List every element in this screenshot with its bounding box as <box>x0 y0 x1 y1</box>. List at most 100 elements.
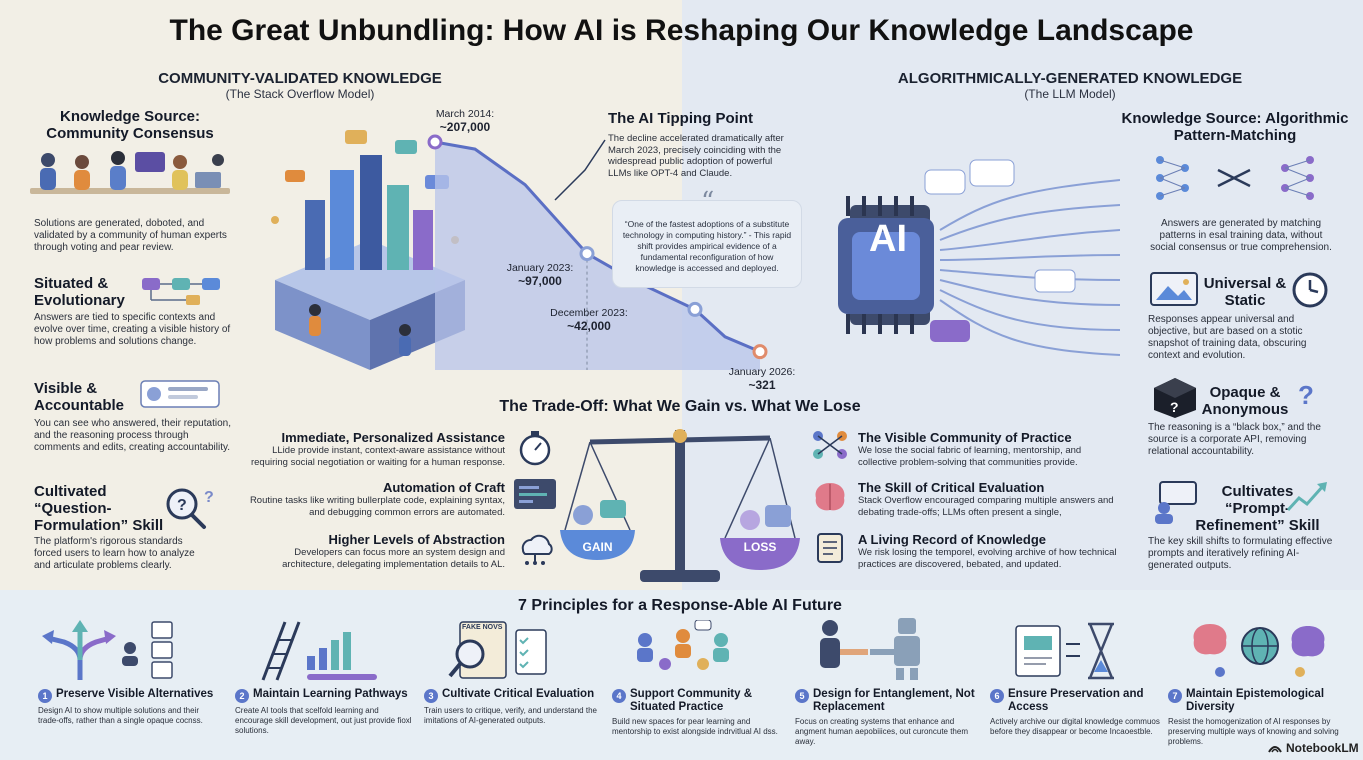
loss-item-1-text: We lose the social fabric of learning, m… <box>858 445 1082 468</box>
neural-network-icon <box>1156 156 1314 200</box>
right-feature-4-title: Cultivates “Prompt-Refinement” Skill <box>1195 483 1320 534</box>
principle-2-text: Create AI tools that scelfold learning a… <box>235 706 412 735</box>
right-feature-4-text: The key skill shifts to formulating effe… <box>1148 536 1333 571</box>
chart-point-4 <box>752 344 768 360</box>
left-column-subheading: (The Stack Overflow Model) <box>225 87 375 101</box>
archive-scroll-icon <box>817 533 843 563</box>
principle-3-number: 3 <box>424 689 438 703</box>
quote-text: “One of the fastest adoptions of a subst… <box>622 219 792 273</box>
chart-point-1-label: March 2014: ~207,000 <box>420 108 510 135</box>
principle-1-number: 1 <box>38 689 52 703</box>
principle-4-number: 4 <box>612 689 626 703</box>
right-background <box>682 0 1363 590</box>
principle-4-text: Build new spaces for pear learning and m… <box>612 717 778 736</box>
ladder-progress-icon <box>261 621 377 681</box>
brand-watermark: NotebookLM <box>1268 741 1359 755</box>
balance-scale-illustration <box>560 429 800 582</box>
decline-line-chart <box>427 134 768 370</box>
left-feature-4-title: Cultivated “Question-Formulation” Skill <box>34 483 164 534</box>
chart-point-2-date: January 2023: <box>506 262 574 274</box>
chart-point-3-date: December 2023: <box>550 307 628 319</box>
left-feature-2-text: Answers are tied to specific contexts an… <box>34 312 231 347</box>
archive-hourglass-icon <box>1015 622 1114 680</box>
principle-3: 3 Cultivate Critical Evaluation Train use… <box>424 688 604 726</box>
right-feature-3-title: Opaque & Anonymous <box>1201 384 1289 418</box>
principle-3-title: Cultivate Critical Evaluation <box>442 688 595 700</box>
chart-point-4-value: ~321 <box>748 378 776 392</box>
gain-item-1-text: LLide provide instant, context-aware ass… <box>250 445 505 468</box>
right-column-subheading: (The LLM Model) <box>1024 87 1116 101</box>
left-feature-1-text: Solutions are generated, doboted, and va… <box>34 218 227 253</box>
loss-item-2: The Skill of Critical Evaluation Stack O… <box>858 480 1118 518</box>
stopwatch-icon <box>519 431 551 466</box>
tipping-point-title: The AI Tipping Point <box>608 110 753 127</box>
right-feature-1-text: Answers are generated by matching patter… <box>1150 218 1332 253</box>
community-network-icon <box>813 431 847 459</box>
ai-chip-label: AI <box>869 218 907 260</box>
principle-1-text: Design AI to show multiple solutions and… <box>38 706 203 725</box>
ai-chip-illustration <box>838 159 1120 356</box>
loss-item-1: The Visible Community of Practice We los… <box>858 430 1118 468</box>
principle-6-number: 6 <box>990 689 1004 703</box>
news-sign-text: FAKE NOVS <box>462 624 503 631</box>
gain-item-3-title: Higher Levels of Abstraction <box>328 532 506 547</box>
svg-text:?: ? <box>1170 399 1179 415</box>
principle-7-text: Resist the homogenization of AI response… <box>1168 717 1339 746</box>
loss-item-1-title: The Visible Community of Practice <box>858 430 1072 445</box>
principle-4-title: Support Community & Situated Practice <box>630 688 753 713</box>
tipping-point-callout: The AI Tipping Point The decline acceler… <box>608 110 798 179</box>
principle-5-number: 5 <box>795 689 809 703</box>
principle-3-text: Train users to critique, verify, and und… <box>424 706 597 725</box>
magnifier-question-icon: ? ? <box>166 488 214 529</box>
principle-6-text: Actively archive our digital knowledge c… <box>990 717 1160 736</box>
principle-6: 6 Ensure Preservation and Access Actively… <box>990 688 1170 737</box>
profile-card-icon <box>140 380 220 408</box>
svg-text:?: ? <box>177 497 187 514</box>
loss-item-3-text: We risk losing the temporel, evolving ar… <box>858 547 1117 570</box>
left-feature-3-text: You can see who answered, their reputati… <box>34 418 231 453</box>
community-circle-icon <box>637 620 729 670</box>
chart-point-2-label: January 2023: ~97,000 <box>500 262 580 289</box>
code-terminal-icon <box>514 479 556 509</box>
brand-name: NotebookLM <box>1286 741 1359 755</box>
gain-item-2: Automation of Craft Routine tasks like w… <box>245 480 505 518</box>
human-robot-handshake-icon <box>820 618 920 680</box>
tipping-point-text: The decline accelerated dramatically aft… <box>608 133 784 179</box>
landscape-image-icon <box>1150 272 1198 306</box>
principles-background <box>0 590 1363 760</box>
left-feature-4-text: The platform's rigorous standards forced… <box>34 536 195 571</box>
chart-point-2 <box>579 246 595 262</box>
chart-point-3-label: December 2023: ~42,000 <box>544 307 634 334</box>
brain-icon <box>815 483 845 511</box>
gain-item-2-title: Automation of Craft <box>382 480 505 495</box>
alternatives-arrows-icon <box>42 620 173 680</box>
left-column-heading: COMMUNITY-VALIDATED KNOWLEDGE <box>158 70 442 87</box>
chart-point-4-date: January 2026: <box>728 366 796 378</box>
page-title: The Great Unbundling: How AI is Reshapin… <box>169 14 1194 47</box>
gain-label: GAIN <box>582 540 613 554</box>
loss-item-2-text: Stack Overflow encouraged comparing mult… <box>858 495 1114 518</box>
chart-point-1-value: ~207,000 <box>439 120 491 134</box>
principles-title: 7 Principles for a Response-Able AI Futu… <box>518 597 842 614</box>
gain-item-2-text: Routine tasks like writing bullerplate c… <box>249 495 505 518</box>
loss-item-2-title: The Skill of Critical Evaluation <box>858 480 1045 495</box>
principle-2-number: 2 <box>235 689 249 703</box>
chart-point-3 <box>687 301 703 317</box>
right-column-heading: ALGORITHMICALLY-GENERATED KNOWLEDGE <box>897 70 1243 87</box>
principle-7-title: Maintain Epistemological Diversity <box>1186 688 1325 713</box>
tradeoff-title: The Trade-Off: What We Gain vs. What We … <box>499 398 861 415</box>
right-feature-1-title: Knowledge Source: Algorithmic Pattern-Ma… <box>1121 110 1349 144</box>
tipping-point-pointer <box>554 139 606 201</box>
right-feature-2-title: Universal & Static <box>1203 275 1287 309</box>
svg-text:?: ? <box>204 489 214 506</box>
principle-6-title: Ensure Preservation and Access <box>1008 688 1144 713</box>
trend-arrow-icon <box>1286 482 1327 512</box>
cloud-network-icon <box>521 534 553 565</box>
left-feature-2-title: Situated & Evolutionary <box>34 275 125 309</box>
right-feature-2-text: Responses appear universal and objective… <box>1148 314 1307 361</box>
loss-label: LOSS <box>743 540 777 554</box>
left-feature-3-title: Visible & Accountable <box>34 380 125 414</box>
